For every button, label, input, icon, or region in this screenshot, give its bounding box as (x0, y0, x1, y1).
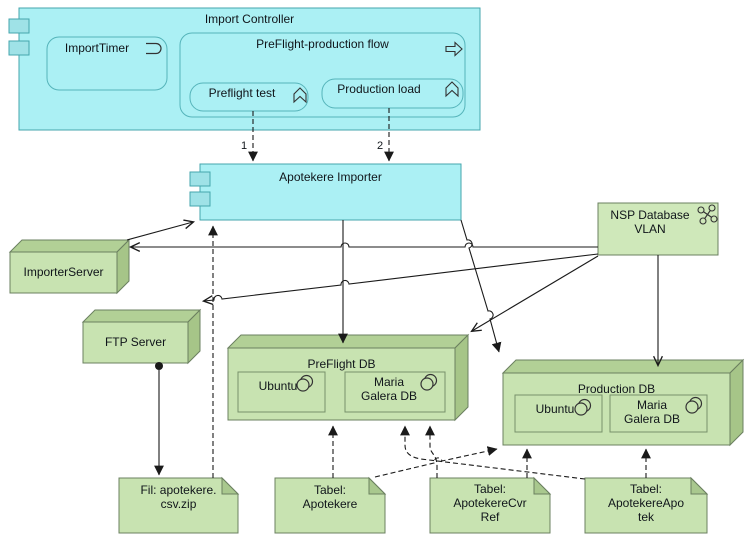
preflight-db-node[interactable] (226, 333, 470, 422)
function-chevron-icon (293, 87, 307, 104)
production-db-node[interactable] (501, 358, 745, 447)
production-load-function[interactable] (321, 78, 464, 109)
preflight-test-function[interactable] (189, 82, 309, 112)
apotekere-importer-component[interactable] (189, 163, 462, 221)
folded-corner-icon (221, 476, 240, 495)
edge-importerserver-to-importer[interactable] (126, 222, 193, 241)
artifact-file-zip[interactable] (118, 476, 240, 534)
artifact-table-apotekere[interactable] (274, 476, 387, 534)
preflight-maria-system-software[interactable] (344, 371, 446, 413)
folded-corner-icon (690, 476, 709, 495)
preflight-ubuntu-system-software[interactable] (237, 371, 326, 413)
ftp-server-node[interactable] (81, 308, 202, 365)
component-icon (8, 18, 30, 56)
system-software-icon (296, 374, 314, 392)
folded-corner-icon (533, 476, 552, 495)
production-ubuntu-system-software[interactable] (514, 394, 603, 433)
edge-tableapotek-to-preflightdb[interactable] (400, 425, 586, 480)
artifact-table-apotek[interactable] (584, 476, 709, 534)
artifact-table-cvrref[interactable] (429, 476, 552, 534)
nsp-database-vlan-network[interactable] (597, 202, 719, 256)
edge-tablecvrref-to-preflightdb[interactable] (425, 425, 438, 478)
edge-tableapotekere-to-productiondb[interactable] (374, 446, 498, 478)
function-chevron-icon (445, 81, 459, 98)
edge-nsp-to-ftpserver[interactable] (204, 253, 599, 301)
system-software-icon (420, 373, 438, 391)
assignment-ball (155, 362, 163, 370)
service-pill-icon (146, 42, 162, 55)
system-software-icon (574, 398, 592, 416)
component-icon (189, 171, 211, 207)
edge-importer-to-productiondb[interactable] (460, 219, 502, 353)
edge-nsp-to-importerserver[interactable] (131, 243, 598, 247)
system-software-icon (685, 396, 703, 414)
import-timer-service[interactable] (46, 36, 168, 91)
process-arrow-icon (445, 41, 463, 57)
edge-nsp-to-preflightdb[interactable] (472, 255, 599, 331)
network-icon (697, 204, 718, 225)
importer-server-node[interactable] (8, 238, 131, 295)
folded-corner-icon (368, 476, 387, 495)
import-controller-component[interactable] (8, 7, 481, 131)
